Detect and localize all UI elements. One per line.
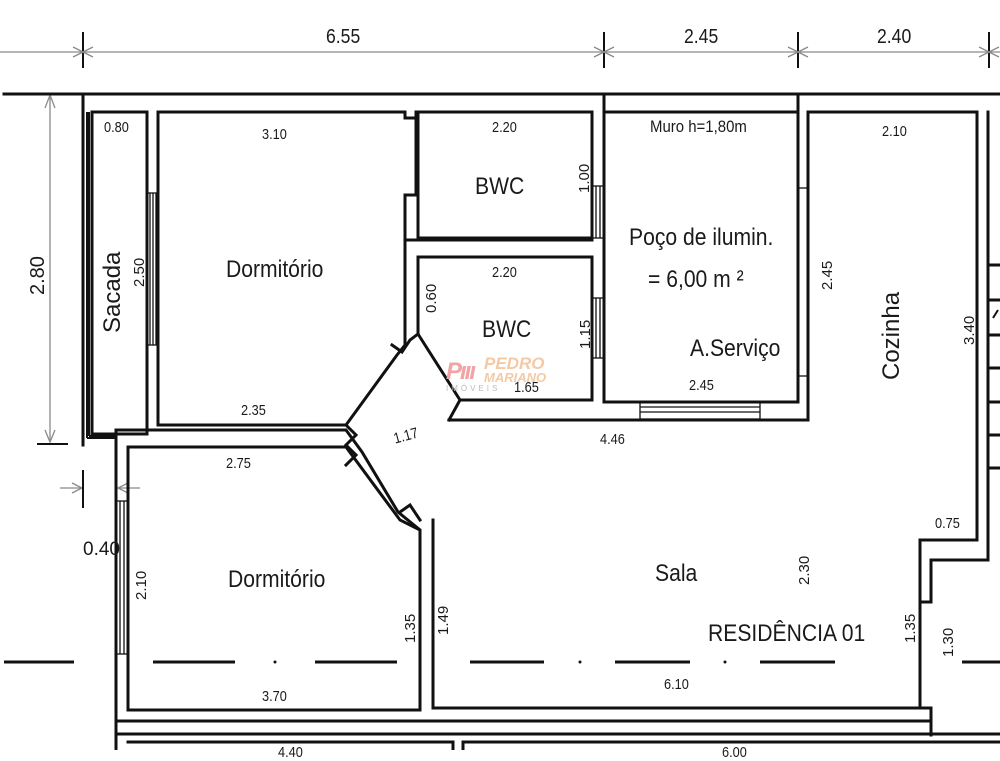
dormitorio-1-width-bottom: 2.35 [241,402,266,419]
sala-walls [431,110,979,710]
watermark-mark: Pııı [446,358,476,385]
sala-width-top: 4.46 [600,431,625,448]
bwc-2-walls [416,255,594,402]
watermark-name-2: MARIANO [484,370,547,385]
servico-label: A.Serviço [690,335,781,362]
sala-label: Sala [655,560,698,587]
sacada-width: 0.80 [104,119,129,136]
bwc-1-width: 2.20 [492,119,517,136]
cozinha-label: Cozinha [878,291,905,380]
dormitorio-2-width-bottom: 3.70 [262,688,287,705]
bwc-1-height: 1.00 [576,163,593,193]
poco-height: 2.45 [819,260,836,290]
poco-label-line1: Poço de ilumin. [629,224,774,251]
bwc-2-width: 2.20 [492,264,517,281]
dormitorio-2-width-top: 2.75 [226,455,251,472]
bwc-2-left: 0.60 [423,283,440,313]
sala-height-left: 1.49 [435,605,452,635]
section-axis-line [4,660,1000,664]
dormitorio-1-label: Dormitório [226,256,324,283]
sacada-walls [86,110,159,439]
sala-height-right: 1.35 [902,613,919,643]
top-dimension-3: 2.40 [877,26,912,48]
dormitorio-2-height-left: 2.10 [133,570,150,600]
muro-note: Muro h=1,80m [650,117,747,136]
dormitorio-1-width-top: 3.10 [262,126,287,143]
sala-width-bottom: 6.10 [664,676,689,693]
sala-height-mid: 2.30 [796,555,813,585]
left-dimension-height: 2.80 [27,256,49,295]
sacada-label: Sacada [99,251,126,333]
bwc-1-walls [416,110,594,240]
left-dimension-offset: 0.40 [83,539,120,560]
dormitorio-2-height-right: 1.35 [402,613,419,643]
bottom-partial-1: 4.40 [278,744,303,761]
poco-label-line2: = 6,00 m ² [648,266,744,293]
watermark-name-1: PEDRO [484,354,545,373]
cozinha-step: 0.75 [935,515,960,532]
sacada-height: 2.50 [131,257,148,287]
dormitorio-2-label: Dormitório [228,566,326,593]
top-dimension-line [0,32,1000,68]
bwc-2-bottom: 1.65 [514,379,539,396]
watermark-logo: Pııı PEDRO MARIANO IMÓVEIS [446,354,556,393]
bwc-2-height: 1.15 [577,319,594,349]
stairs [986,263,1000,470]
bwc-2-label: BWC [482,316,532,343]
cozinha-width: 2.10 [882,123,907,140]
watermark-sub: IMÓVEIS [446,384,501,393]
dormitorio-2-walls [126,445,422,712]
top-dimension-1: 6.55 [326,26,361,48]
bwc-1-label: BWC [475,173,525,200]
cozinha-height: 3.40 [961,315,978,345]
left-dimension-line [37,93,140,508]
residence-title: RESIDÊNCIA 01 [708,620,866,647]
poco-width: 2.45 [689,377,714,394]
top-dimension-2: 2.45 [684,26,719,48]
bottom-partial-2: 6.00 [722,744,747,761]
garagem-height: 1.30 [940,627,957,657]
cozinha-walls [918,110,990,604]
